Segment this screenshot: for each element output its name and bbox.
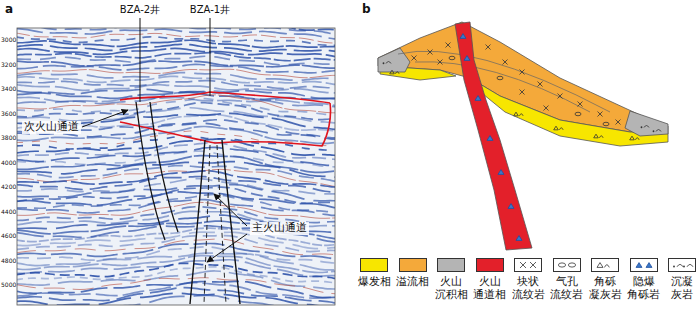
legend-item: 火山 通道相 xyxy=(472,258,508,301)
seismic-reflector xyxy=(17,143,335,160)
seismic-reflector xyxy=(17,171,335,187)
legend-text: 气孔 流纹岩 xyxy=(549,276,585,301)
legend-item: 爆发相 xyxy=(356,258,392,289)
legend-text: 火山 通道相 xyxy=(472,276,508,301)
legend-item: 气孔 流纹岩 xyxy=(549,258,585,301)
legend-swatch xyxy=(360,258,388,272)
seismic-reflector xyxy=(17,85,335,93)
seismic-reflector xyxy=(17,295,335,305)
legend-text: 火山 沉积相 xyxy=(433,276,469,301)
symbol-icon xyxy=(669,259,695,271)
legend-symbol xyxy=(553,258,581,272)
symbol-icon xyxy=(515,259,541,271)
seismic-reflector xyxy=(17,91,335,107)
axis-tick: 3000 xyxy=(1,37,16,44)
axis-tick: 3200 xyxy=(1,62,16,69)
channel-label: 主火山通道 xyxy=(250,222,309,235)
panel-letter: b xyxy=(362,3,371,17)
seismic-reflector xyxy=(17,202,335,218)
axis-tick: 4800 xyxy=(1,258,16,265)
volcanic-facies-model xyxy=(378,22,668,250)
seismic-reflector xyxy=(17,256,335,273)
seismic-reflector xyxy=(17,151,335,167)
interpretation xyxy=(82,18,331,304)
seismic-reflector xyxy=(17,76,335,84)
axis-tick: 4200 xyxy=(1,184,16,191)
symbol-icon xyxy=(554,259,580,271)
legend-text: 隐爆 角砾岩 xyxy=(626,276,662,301)
legend-text: 沉凝 灰岩 xyxy=(664,276,700,301)
axis-tick: 4000 xyxy=(1,160,16,167)
channel-label: 次火山通道 xyxy=(22,121,81,134)
seismic-reflector xyxy=(17,53,335,61)
axis-tick: 3400 xyxy=(1,86,16,93)
axis-tick: 5000 xyxy=(1,282,16,289)
seismic-reflector xyxy=(17,136,335,151)
symbol-icon xyxy=(592,259,618,271)
axis-tick: 3600 xyxy=(1,111,16,118)
seismic-reflector xyxy=(17,293,335,305)
legend-swatch xyxy=(437,258,465,272)
legend-text: 爆发相 xyxy=(356,276,392,289)
legend-item: 沉凝 灰岩 xyxy=(664,258,700,301)
legend-item: 溢流相 xyxy=(395,258,431,289)
legend-symbol xyxy=(514,258,542,272)
axis-tick: 3800 xyxy=(1,135,16,142)
seismic-reflector xyxy=(17,194,335,212)
legend-symbol xyxy=(668,258,696,272)
legend-item: 火山 沉积相 xyxy=(433,258,469,301)
legend-symbol xyxy=(591,258,619,272)
seismic-reflector xyxy=(17,239,335,255)
seismic-reflector xyxy=(17,48,335,56)
seismic-reflector xyxy=(17,281,335,297)
legend-text: 块状 流纹岩 xyxy=(510,276,546,301)
seismic-reflector xyxy=(17,207,335,223)
legend-item: 隐爆 角砾岩 xyxy=(626,258,662,301)
symbol-icon xyxy=(631,259,657,271)
seismic-reflector xyxy=(17,267,335,283)
legend-text: 溢流相 xyxy=(395,276,431,289)
seismic-reflector xyxy=(17,179,335,194)
panel-letter: a xyxy=(5,3,13,17)
panel-frame xyxy=(17,28,335,305)
seismic-section xyxy=(17,28,335,305)
axis-tick: 4600 xyxy=(1,233,16,240)
legend-swatch xyxy=(476,258,504,272)
legend-text: 角砾 凝灰岩 xyxy=(587,276,623,301)
legend-item: 块状 流纹岩 xyxy=(510,258,546,301)
legend-swatch xyxy=(399,258,427,272)
legend-symbol xyxy=(630,258,658,272)
well-name: BZA-1井 xyxy=(190,4,230,16)
legend-item: 角砾 凝灰岩 xyxy=(587,258,623,301)
axis-tick: 4400 xyxy=(1,209,16,216)
seismic-reflector xyxy=(17,162,335,178)
well-name: BZA-2井 xyxy=(120,4,160,16)
